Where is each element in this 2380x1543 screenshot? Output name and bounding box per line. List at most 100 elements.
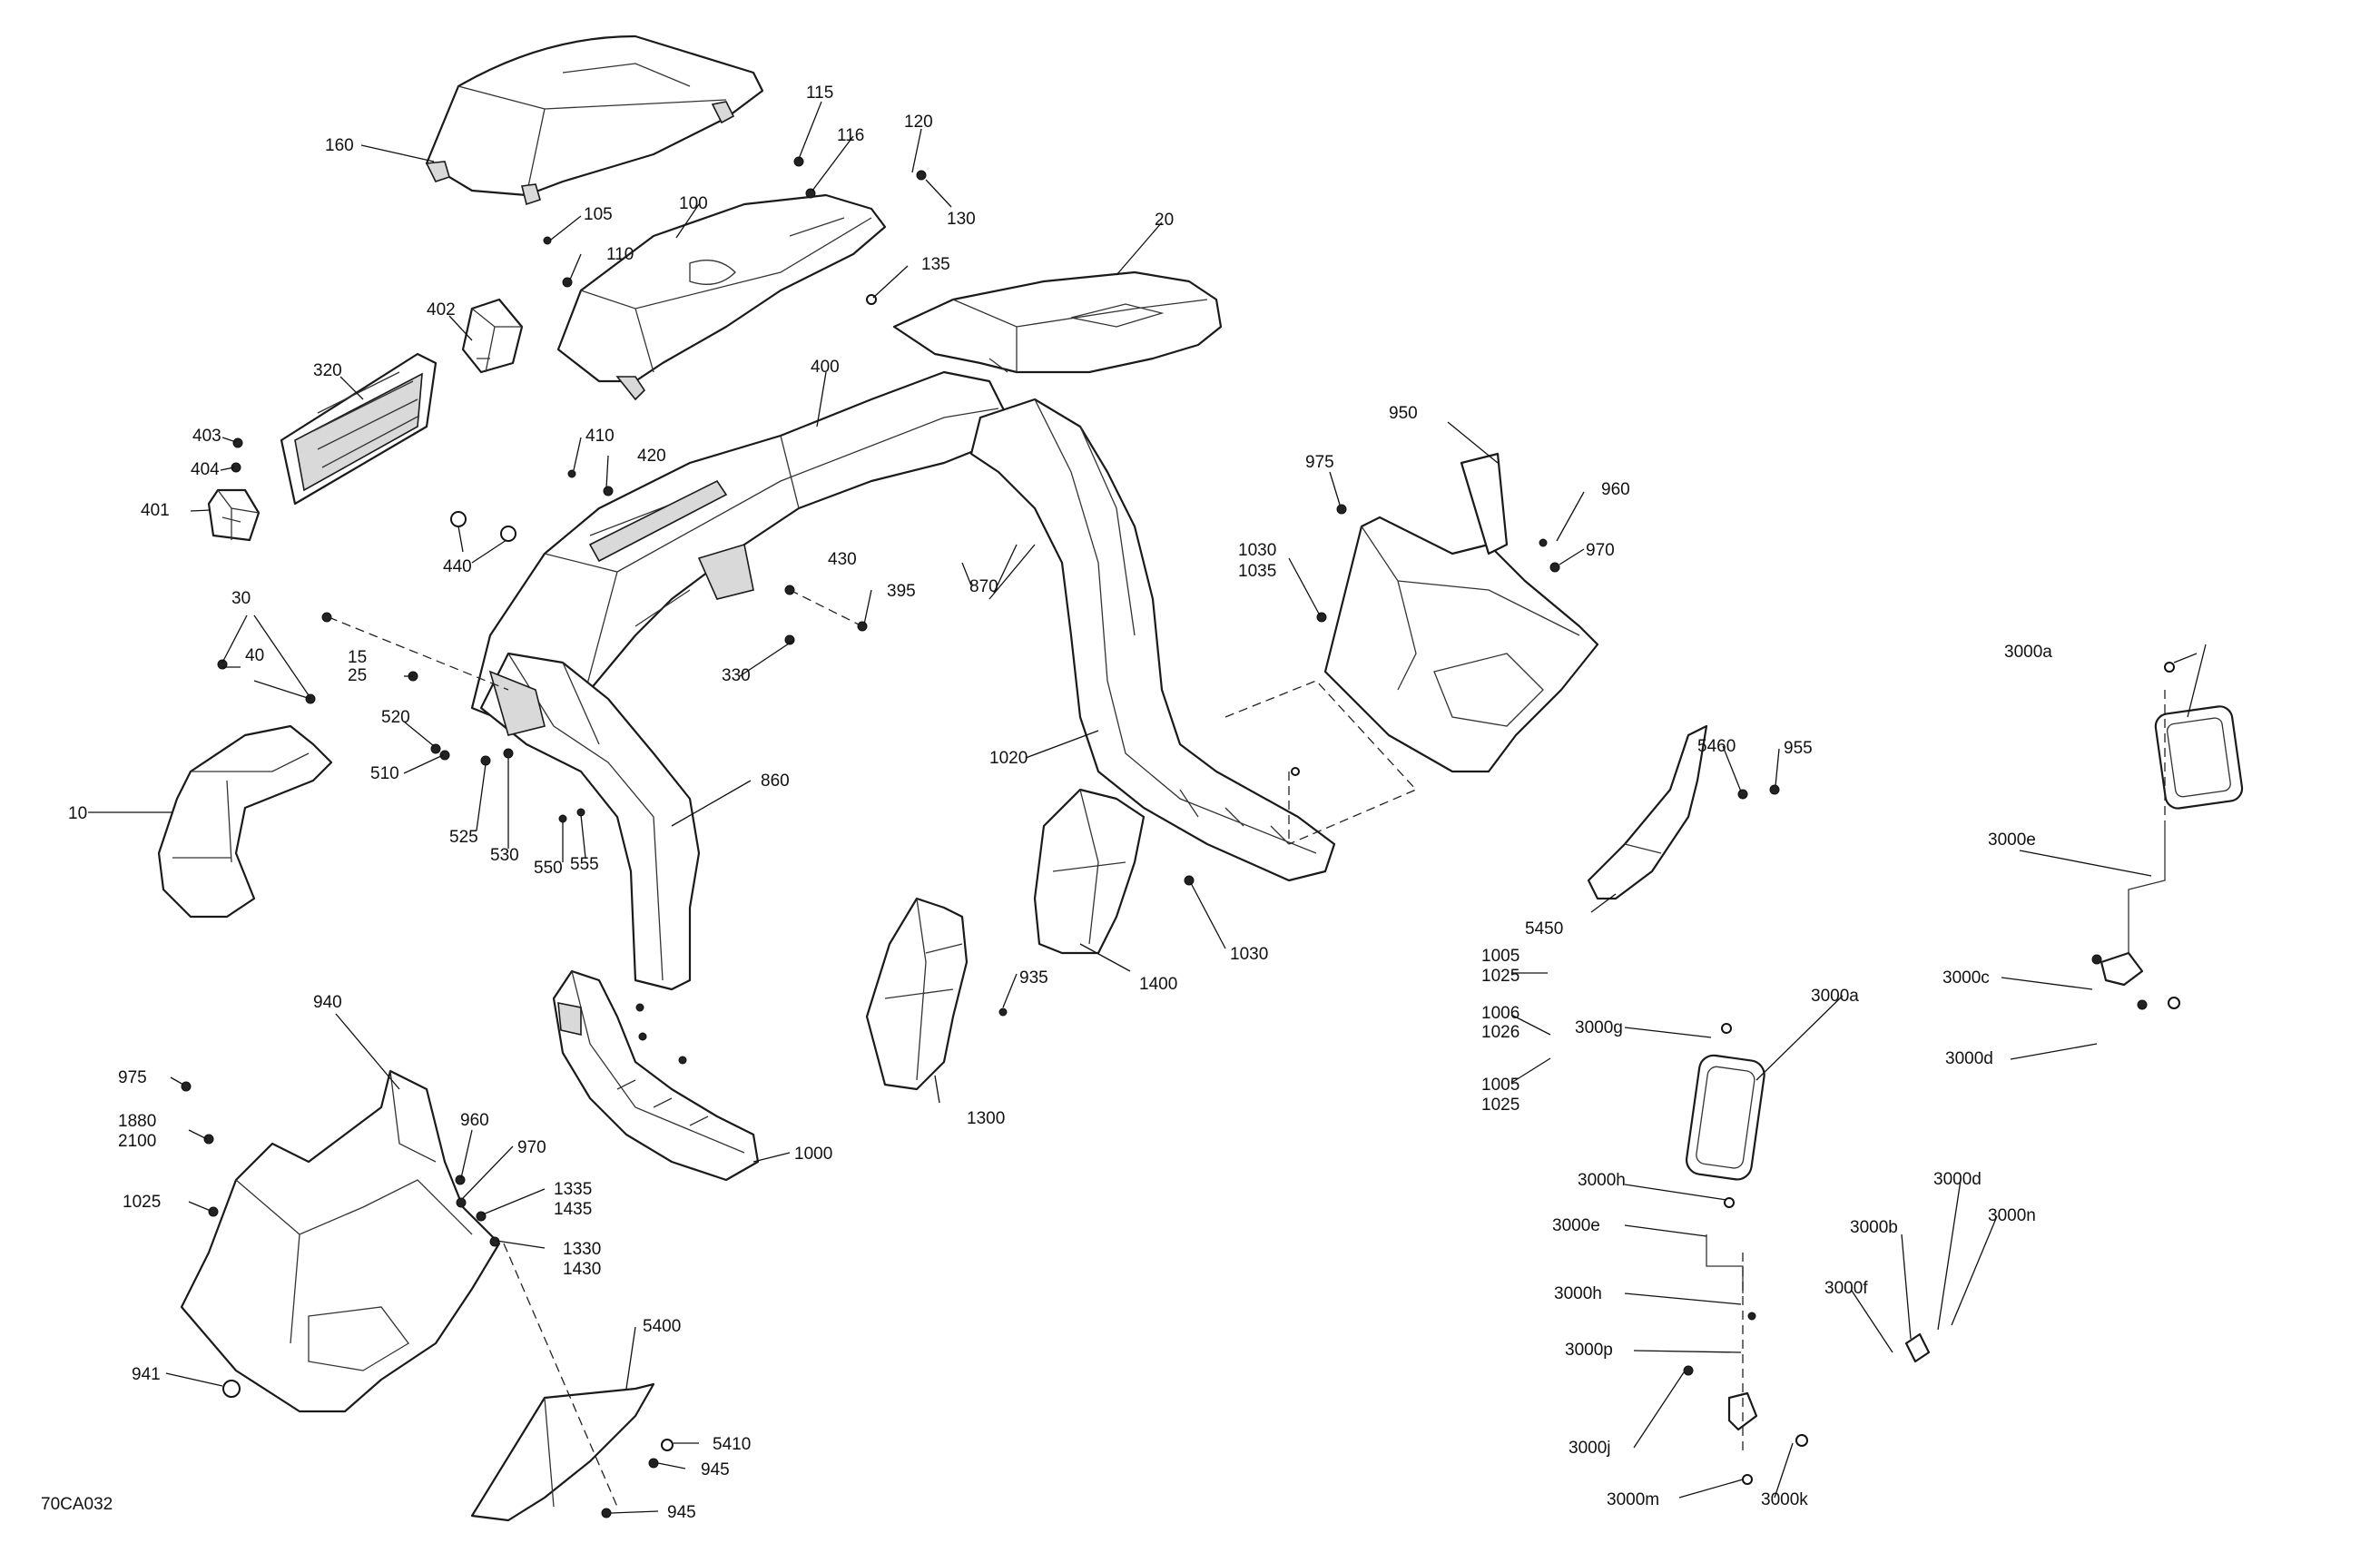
- part-860-left-pillar: [479, 652, 701, 991]
- callout-1026: 1026: [1481, 1023, 1519, 1042]
- callout-3000a1: 3000a: [2004, 643, 2052, 662]
- callout-520: 520: [381, 708, 410, 727]
- callout-970b: 970: [517, 1138, 546, 1157]
- callout-115: 115: [806, 84, 833, 103]
- callout-100: 100: [679, 194, 708, 213]
- callout-1025a: 1025: [1481, 967, 1519, 986]
- callout-400: 400: [811, 358, 840, 377]
- callout-25: 25: [348, 666, 367, 685]
- part-1300-center-pillar: [865, 897, 969, 1091]
- callout-320: 320: [313, 361, 342, 380]
- callout-1035: 1035: [1238, 562, 1276, 581]
- callout-950: 950: [1389, 404, 1418, 423]
- part-20-top-panel: [892, 270, 1223, 374]
- callout-510: 510: [370, 764, 399, 783]
- part-5450-right-lower-plate: [1587, 724, 1708, 900]
- part-100-upper-dash: [556, 193, 887, 401]
- callout-2100: 2100: [118, 1132, 156, 1151]
- callout-3000j: 3000j: [1569, 1439, 1611, 1458]
- leader-lines: [88, 101, 2207, 1514]
- part-402-bracket: [461, 298, 524, 374]
- callout-960b: 960: [460, 1111, 489, 1130]
- callout-1025c: 1025: [123, 1193, 161, 1212]
- callout-160: 160: [325, 136, 354, 155]
- part-401-bracket: [207, 488, 261, 542]
- callout-550: 550: [534, 859, 563, 878]
- callout-3000c: 3000c: [1942, 968, 1990, 988]
- callout-1400: 1400: [1139, 975, 1177, 994]
- callout-15: 15: [348, 648, 367, 667]
- callout-955: 955: [1784, 739, 1813, 758]
- callout-1435: 1435: [554, 1200, 592, 1219]
- callout-945b: 945: [667, 1503, 696, 1522]
- callout-135: 135: [921, 255, 950, 274]
- callout-labels: 160 115 116 120 130 105 100 110 135 20 4…: [68, 84, 2052, 1522]
- part-5400-lower-plate: [470, 1382, 655, 1522]
- part-400-dash-frame: [470, 370, 1009, 728]
- callout-530: 530: [490, 846, 519, 865]
- callout-5460: 5460: [1697, 737, 1736, 756]
- callout-20: 20: [1155, 211, 1174, 230]
- callout-110: 110: [606, 245, 634, 264]
- callout-120: 120: [904, 113, 933, 132]
- part-3000-mirror-lower: [1685, 1054, 1931, 1431]
- callout-10: 10: [68, 804, 87, 823]
- callout-5450: 5450: [1525, 919, 1563, 939]
- callout-3000n: 3000n: [1988, 1206, 2036, 1225]
- callout-3000a2: 3000a: [1811, 987, 1859, 1006]
- part-1000-rocker: [552, 969, 760, 1182]
- callout-330: 330: [722, 666, 751, 685]
- callout-525: 525: [449, 828, 478, 847]
- part-160-roof-console: [425, 34, 764, 206]
- part-10-left-flare: [157, 724, 333, 919]
- callout-40: 40: [245, 646, 264, 665]
- part-870-arch: [969, 398, 1336, 882]
- callout-970a: 970: [1586, 541, 1615, 560]
- assembly-dashed-lines: [328, 589, 2166, 1508]
- callout-1020: 1020: [989, 749, 1028, 768]
- callout-3000e2: 3000e: [1552, 1216, 1600, 1235]
- callout-3000d1: 3000d: [1945, 1049, 1993, 1068]
- callout-3000h2: 3000h: [1554, 1284, 1602, 1303]
- diagram-id: 70CA032: [41, 1495, 113, 1514]
- callout-3000m: 3000m: [1607, 1490, 1659, 1509]
- callout-3000g: 3000g: [1575, 1018, 1623, 1037]
- callout-116: 116: [837, 126, 864, 145]
- callout-1005b: 1005: [1481, 1076, 1519, 1095]
- callout-975a: 975: [1305, 453, 1334, 472]
- callout-420: 420: [637, 447, 666, 466]
- callout-401: 401: [141, 501, 170, 520]
- part-3000-mirror-upper: [2100, 705, 2244, 987]
- callout-1025b: 1025: [1481, 1096, 1519, 1115]
- callout-403: 403: [192, 427, 221, 446]
- part-940-left-lower-panel: [180, 1069, 501, 1413]
- callout-402: 402: [427, 300, 456, 319]
- callout-3000f: 3000f: [1824, 1279, 1868, 1298]
- callout-975b: 975: [118, 1068, 147, 1087]
- callout-3000p: 3000p: [1565, 1341, 1613, 1360]
- callout-1430: 1430: [563, 1260, 601, 1279]
- part-950-right-panel: [1323, 452, 1599, 773]
- callout-870: 870: [969, 577, 998, 596]
- callout-5410: 5410: [713, 1435, 751, 1454]
- callout-3000k: 3000k: [1761, 1490, 1808, 1509]
- callout-440: 440: [443, 557, 472, 576]
- callout-410: 410: [585, 427, 615, 446]
- callout-3000e1: 3000e: [1988, 830, 2036, 850]
- part-320-grille: [280, 352, 438, 506]
- hardware-fasteners: [181, 156, 2180, 1518]
- callout-941: 941: [132, 1365, 161, 1384]
- callout-555: 555: [570, 855, 599, 874]
- callout-3000d2: 3000d: [1933, 1170, 1982, 1189]
- callout-430: 430: [828, 550, 857, 569]
- callout-3000b: 3000b: [1850, 1218, 1898, 1237]
- callout-1005a: 1005: [1481, 947, 1519, 966]
- part-1400-right-lower-pillar: [1033, 788, 1146, 955]
- callout-960a: 960: [1601, 480, 1630, 499]
- callout-1006: 1006: [1481, 1004, 1519, 1023]
- callout-404: 404: [191, 460, 220, 479]
- callout-1880: 1880: [118, 1112, 156, 1131]
- callout-860: 860: [761, 772, 790, 791]
- callout-1030a: 1030: [1238, 541, 1276, 560]
